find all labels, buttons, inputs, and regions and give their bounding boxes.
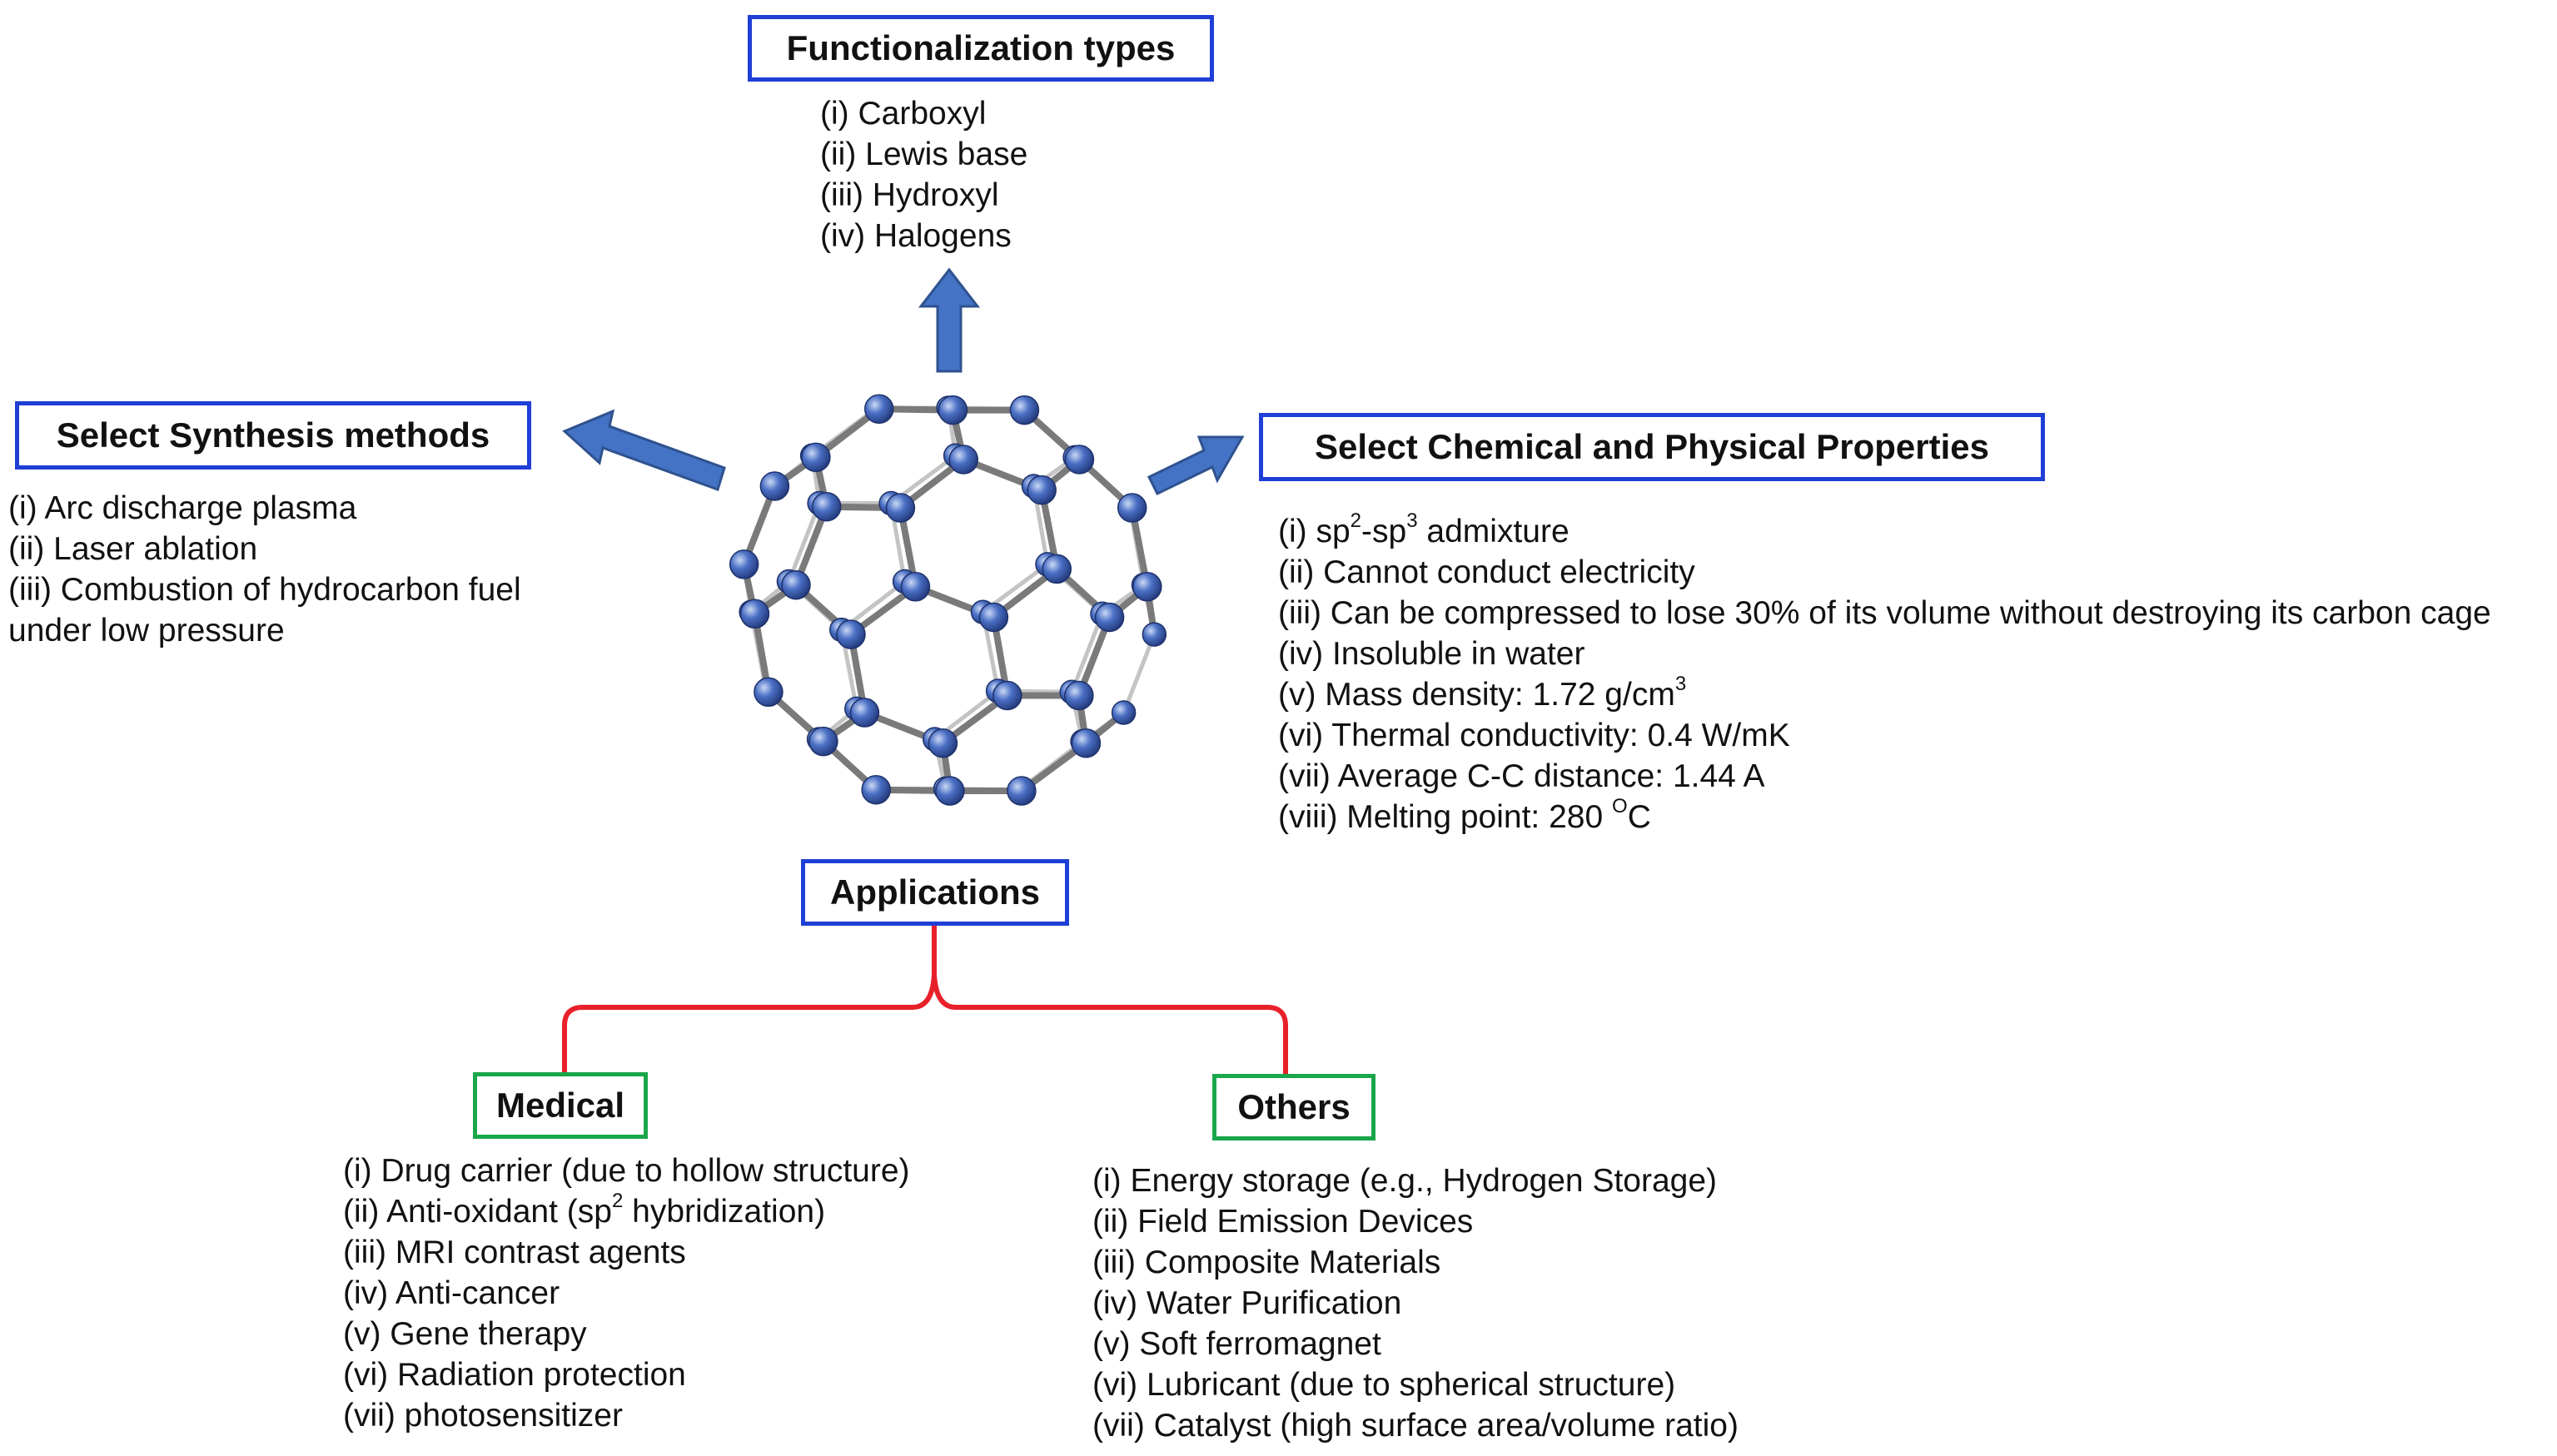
list-item: (i) sp2-sp3 admixture — [1278, 509, 1570, 550]
arrow-up-icon — [918, 267, 981, 373]
list-item: (v) Soft ferromagnet — [1092, 1326, 1381, 1362]
arrow-left-icon — [562, 409, 726, 491]
list-item: (i) Arc discharge plasma — [8, 490, 357, 526]
atom-circle — [836, 619, 866, 649]
bond-line — [1122, 632, 1157, 715]
list-item: (iii) MRI contrast agents — [343, 1235, 686, 1270]
properties-title: Select Chemical and Physical Properties — [1314, 427, 1990, 466]
atom-circle — [1132, 572, 1162, 602]
list-item: (ii) Anti-oxidant (sp2 hybridization) — [343, 1190, 826, 1230]
atom-circle — [781, 569, 811, 600]
atom-circle — [1064, 680, 1094, 711]
list-item: (iv) Insoluble in water — [1278, 636, 1585, 672]
list-item: (iii) Combustion of hydrocarbon fuel — [8, 572, 521, 608]
atom-circle — [992, 680, 1022, 711]
list-item: (i) Energy storage (e.g., Hydrogen Stora… — [1092, 1163, 1718, 1199]
others-title-box: Others — [1212, 1074, 1376, 1140]
synthesis-title: Select Synthesis methods — [56, 415, 490, 455]
atom-circle — [1071, 728, 1102, 758]
list-item: (iv) Anti-cancer — [343, 1275, 560, 1311]
list-item: (vi) Thermal conductivity: 0.4 W/mK — [1278, 718, 1790, 753]
atom-circle — [1111, 700, 1137, 725]
list-item: (ii) Laser ablation — [8, 531, 258, 567]
atom-circle — [729, 549, 759, 579]
list-item: (vii) Catalyst (high surface area/volume… — [1092, 1408, 1739, 1444]
list-item: (i) Carboxyl — [820, 96, 987, 132]
list-item: (i) Drug carrier (due to hollow structur… — [343, 1153, 910, 1189]
atom-circle — [864, 394, 894, 425]
others-title: Others — [1237, 1087, 1351, 1126]
list-item: (v) Mass density: 1.72 g/cm3 — [1278, 673, 1687, 713]
atom-circle — [1009, 395, 1040, 425]
list-item: (iii) Composite Materials — [1092, 1245, 1441, 1280]
synthesis-list: (i) Arc discharge plasma (ii) Laser abla… — [8, 488, 521, 651]
others-list: (i) Energy storage (e.g., Hydrogen Stora… — [1092, 1160, 1739, 1446]
atom-circle — [1064, 445, 1095, 475]
atom-circle — [808, 726, 838, 757]
arrow-right-icon — [1147, 435, 1245, 495]
bond-line — [786, 501, 822, 584]
fullerene-atoms — [729, 394, 1167, 806]
properties-list: (i) sp2-sp3 admixture (ii) Cannot conduc… — [1278, 511, 2491, 837]
applications-connector — [562, 924, 1288, 1082]
atom-circle — [948, 445, 979, 475]
list-item: (vi) Lubricant (due to spherical structu… — [1092, 1367, 1676, 1403]
fullerene-molecule-image — [729, 394, 1167, 806]
medical-list: (i) Drug carrier (due to hollow structur… — [343, 1150, 910, 1436]
atom-circle — [759, 471, 790, 501]
list-item: (v) Gene therapy — [343, 1316, 587, 1352]
atom-circle — [935, 776, 965, 806]
atom-circle — [900, 572, 931, 602]
functionalization-list: (i) Carboxyl (ii) Lewis base (iii) Hydro… — [820, 93, 1027, 256]
list-item: (vi) Radiation protection — [343, 1357, 686, 1393]
list-item: (iv) Water Purification — [1092, 1285, 1402, 1321]
atom-circle — [1042, 554, 1072, 584]
atom-circle — [754, 677, 784, 708]
atom-circle — [739, 599, 770, 629]
atom-circle — [1094, 602, 1125, 633]
list-item: (iv) Halogens — [820, 218, 1012, 254]
atom-circle — [1007, 776, 1037, 806]
medical-title: Medical — [495, 1086, 625, 1125]
list-item: (ii) Lewis base — [820, 137, 1028, 172]
applications-title-box: Applications — [801, 859, 1069, 926]
list-item: (ii) Cannot conduct electricity — [1278, 554, 1695, 590]
atom-circle — [1117, 493, 1147, 523]
list-item: (viii) Melting point: 280 OC — [1278, 795, 1651, 836]
functionalization-title-box: Functionalization types — [748, 15, 1214, 82]
medical-title-box: Medical — [473, 1072, 648, 1139]
list-item: (vii) photosensitizer — [343, 1398, 623, 1434]
atom-circle — [928, 728, 958, 758]
atom-circle — [978, 602, 1009, 633]
properties-title-box: Select Chemical and Physical Properties — [1259, 413, 2045, 481]
list-item: (ii) Field Emission Devices — [1092, 1204, 1474, 1240]
list-item: under low pressure — [8, 613, 285, 648]
atom-circle — [801, 442, 831, 473]
synthesis-title-box: Select Synthesis methods — [15, 401, 531, 470]
functionalization-title: Functionalization types — [786, 28, 1176, 67]
atom-circle — [849, 698, 880, 728]
bond-line — [1069, 611, 1105, 694]
atom-circle — [861, 774, 891, 805]
list-item: (iii) Can be compressed to lose 30% of i… — [1278, 595, 2491, 631]
atom-circle — [811, 491, 842, 522]
atom-circle — [885, 493, 916, 523]
atom-circle — [938, 395, 968, 425]
list-item: (iii) Hydroxyl — [820, 177, 999, 213]
applications-title: Applications — [829, 872, 1041, 912]
list-item: (vii) Average C-C distance: 1.44 A — [1278, 758, 1765, 794]
atom-circle — [1027, 475, 1057, 505]
atom-circle — [1142, 622, 1167, 647]
